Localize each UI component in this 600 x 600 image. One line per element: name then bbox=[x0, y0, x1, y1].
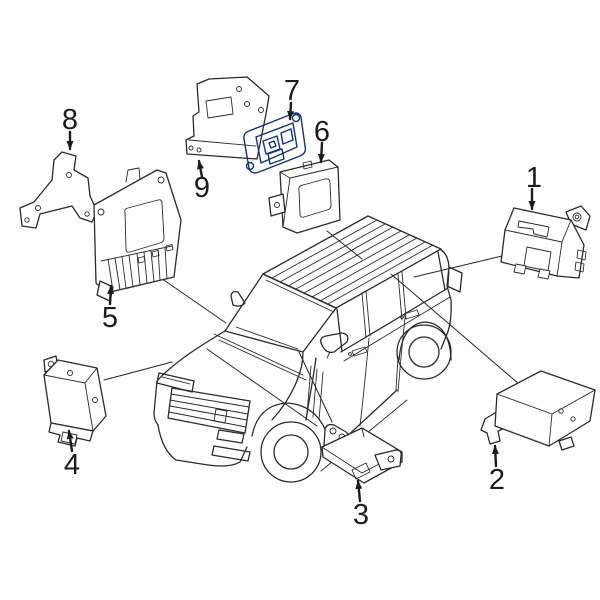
leader-line-2 bbox=[390, 273, 520, 385]
module-6-ear bbox=[268, 193, 286, 217]
callout-4-label[interactable]: 4 bbox=[64, 449, 80, 481]
grille-badge bbox=[213, 408, 228, 424]
callout-7[interactable]: 7 bbox=[284, 75, 300, 121]
callout-1[interactable]: 1 bbox=[526, 162, 542, 211]
callout-9-label[interactable]: 9 bbox=[194, 172, 210, 204]
callout-7-label[interactable]: 7 bbox=[284, 75, 300, 107]
door-mirror bbox=[320, 332, 349, 359]
callout-6[interactable]: 6 bbox=[314, 116, 330, 164]
vehicle-hood bbox=[156, 330, 307, 421]
headlight bbox=[156, 372, 195, 393]
vehicle-side bbox=[305, 251, 451, 472]
front-door-handle bbox=[351, 346, 368, 357]
callout-8[interactable]: 8 bbox=[62, 104, 78, 151]
callout-6-label[interactable]: 6 bbox=[314, 116, 330, 148]
leader-line-4 bbox=[103, 361, 173, 381]
callout-5[interactable]: 5 bbox=[102, 284, 118, 334]
callout-4-arrow bbox=[66, 429, 74, 453]
bumper-intake bbox=[211, 445, 251, 462]
callouts: 1 2 3 4 5 6 7 bbox=[62, 75, 542, 531]
leader-line-6 bbox=[326, 230, 363, 260]
fog-lamp bbox=[216, 429, 245, 444]
part-2-module[interactable] bbox=[480, 370, 596, 451]
callout-3-label[interactable]: 3 bbox=[353, 499, 369, 531]
callout-4[interactable]: 4 bbox=[64, 429, 80, 481]
part-3-module[interactable] bbox=[321, 423, 403, 484]
leader-line-1 bbox=[413, 255, 503, 278]
vehicle-rear bbox=[440, 249, 463, 350]
callout-1-label[interactable]: 1 bbox=[526, 162, 542, 194]
part-4-module[interactable] bbox=[43, 355, 107, 447]
callout-9-arrow bbox=[197, 159, 204, 179]
part-1-module[interactable] bbox=[500, 205, 591, 280]
part-8-bracket[interactable] bbox=[19, 151, 98, 229]
callout-5-arrow bbox=[107, 284, 115, 306]
callout-8-label[interactable]: 8 bbox=[62, 104, 78, 136]
rear-wheel bbox=[395, 321, 452, 391]
taillight bbox=[446, 266, 463, 293]
callout-2-arrow bbox=[491, 444, 499, 468]
front-fascia bbox=[153, 372, 251, 467]
module-7-connector bbox=[280, 128, 294, 145]
grille bbox=[167, 387, 251, 434]
module-7-connector-stub bbox=[267, 148, 285, 165]
module-7-ear-hole bbox=[245, 161, 255, 171]
callout-2-label[interactable]: 2 bbox=[489, 464, 505, 496]
callout-3-arrow bbox=[355, 479, 363, 503]
module-7-pin bbox=[268, 140, 277, 149]
front-wheel bbox=[251, 402, 330, 483]
callout-2[interactable]: 2 bbox=[489, 444, 505, 496]
vehicle-illustration bbox=[153, 215, 463, 483]
far-mirror bbox=[230, 290, 246, 307]
rear-door-handle bbox=[403, 309, 420, 320]
callout-6-arrow bbox=[317, 141, 325, 164]
plate-cutout bbox=[205, 96, 234, 119]
part-9-bracket-plate[interactable] bbox=[185, 76, 270, 160]
callout-5-label[interactable]: 5 bbox=[102, 302, 118, 334]
leader-line-5 bbox=[157, 275, 227, 324]
leader-line-3b bbox=[298, 351, 333, 423]
part-6-module[interactable] bbox=[268, 159, 341, 234]
callout-9[interactable]: 9 bbox=[194, 159, 210, 204]
callout-3[interactable]: 3 bbox=[353, 479, 369, 531]
module-7-body bbox=[243, 112, 307, 174]
part-7-module-highlighted[interactable] bbox=[243, 112, 307, 174]
leader-lines bbox=[103, 230, 520, 427]
callout-7-arrow bbox=[287, 101, 294, 121]
leader-line-3a bbox=[206, 348, 318, 427]
vehicle-windshield bbox=[224, 273, 337, 353]
module-7-face bbox=[255, 122, 298, 164]
